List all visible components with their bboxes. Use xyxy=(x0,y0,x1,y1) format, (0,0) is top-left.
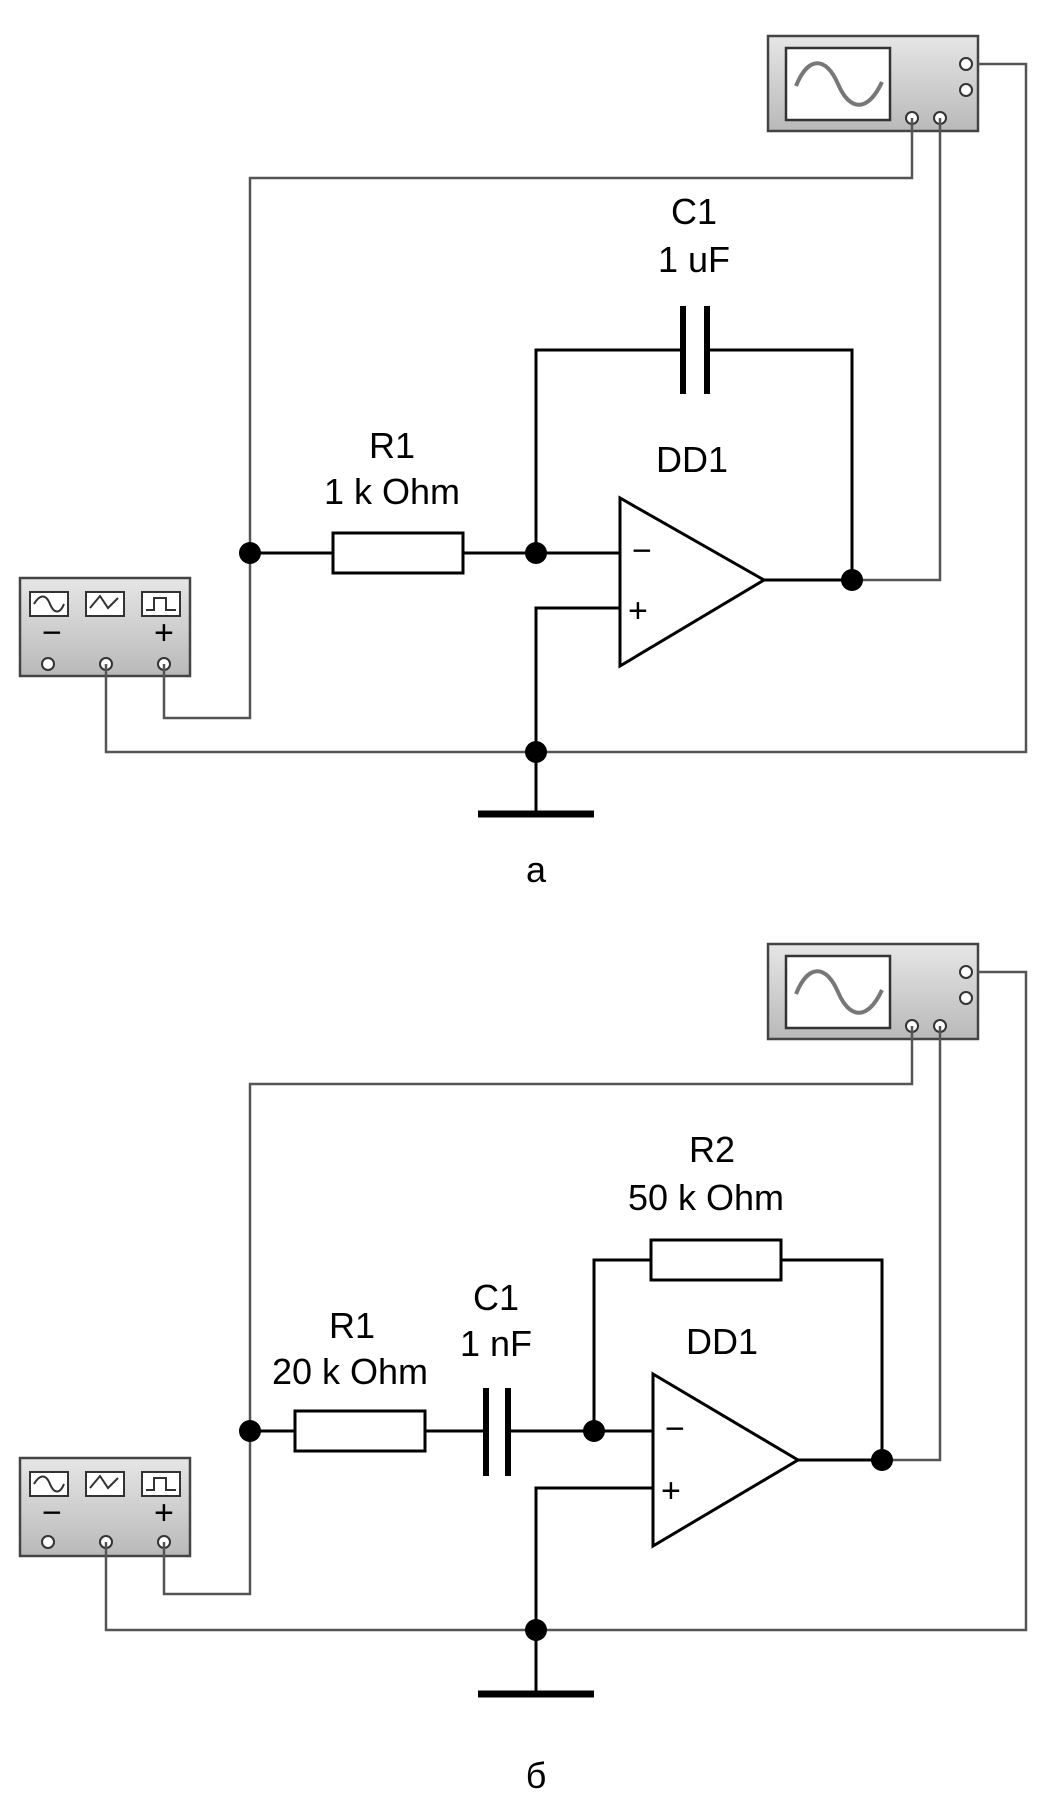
function-generator-icon: − + xyxy=(18,1456,192,1558)
opamp-dd1-b: − + xyxy=(651,1371,801,1549)
junction-node xyxy=(583,1420,605,1442)
junction-node xyxy=(239,542,261,564)
c1-name-a: C1 xyxy=(671,191,717,232)
oscilloscope-icon xyxy=(766,942,980,1041)
junction-node xyxy=(525,741,547,763)
c1-value-a: 1 uF xyxy=(658,239,730,280)
r2-name-b: R2 xyxy=(689,1129,735,1170)
generator-minus-label: − xyxy=(42,614,62,652)
capacitor-c1-a xyxy=(680,306,710,394)
opamp-plus-b: + xyxy=(661,1472,681,1510)
r1-value-a: 1 k Ohm xyxy=(324,471,460,512)
c1-name-b: C1 xyxy=(473,1277,519,1318)
r2-value-b: 50 k Ohm xyxy=(628,1177,784,1218)
opamp-minus-a: − xyxy=(632,532,652,570)
caption-b: б xyxy=(526,1755,547,1796)
resistor-r2-b xyxy=(649,1238,783,1282)
junction-node xyxy=(525,542,547,564)
junction-node xyxy=(871,1449,893,1471)
function-generator-icon: − + xyxy=(18,576,192,678)
c1-value-b: 1 nF xyxy=(460,1323,532,1364)
r1-name-b: R1 xyxy=(329,1305,375,1346)
r1-name-a: R1 xyxy=(369,425,415,466)
generator-plus-label: + xyxy=(154,1494,174,1532)
resistor-r1-a xyxy=(331,531,465,575)
junction-node xyxy=(525,1619,547,1641)
junction-node xyxy=(239,1420,261,1442)
oscilloscope-icon xyxy=(766,34,980,133)
generator-plus-label: + xyxy=(154,614,174,652)
opamp-plus-a: + xyxy=(628,592,648,630)
wires-a xyxy=(104,62,1028,818)
opamp-dd1-a: − + xyxy=(618,495,767,669)
wires-b xyxy=(104,970,1028,1698)
r1-value-b: 20 k Ohm xyxy=(272,1351,428,1392)
opamp-minus-b: − xyxy=(665,1410,685,1448)
circuit-a: − + xyxy=(18,34,1028,890)
dd1-name-a: DD1 xyxy=(656,439,728,480)
junction-node xyxy=(841,569,863,591)
dd1-name-b: DD1 xyxy=(686,1321,758,1362)
generator-minus-label: − xyxy=(42,1494,62,1532)
capacitor-c1-b xyxy=(483,1388,511,1476)
resistor-r1-b xyxy=(293,1409,427,1453)
caption-a: а xyxy=(526,849,547,890)
circuit-b: − + xyxy=(18,942,1028,1796)
